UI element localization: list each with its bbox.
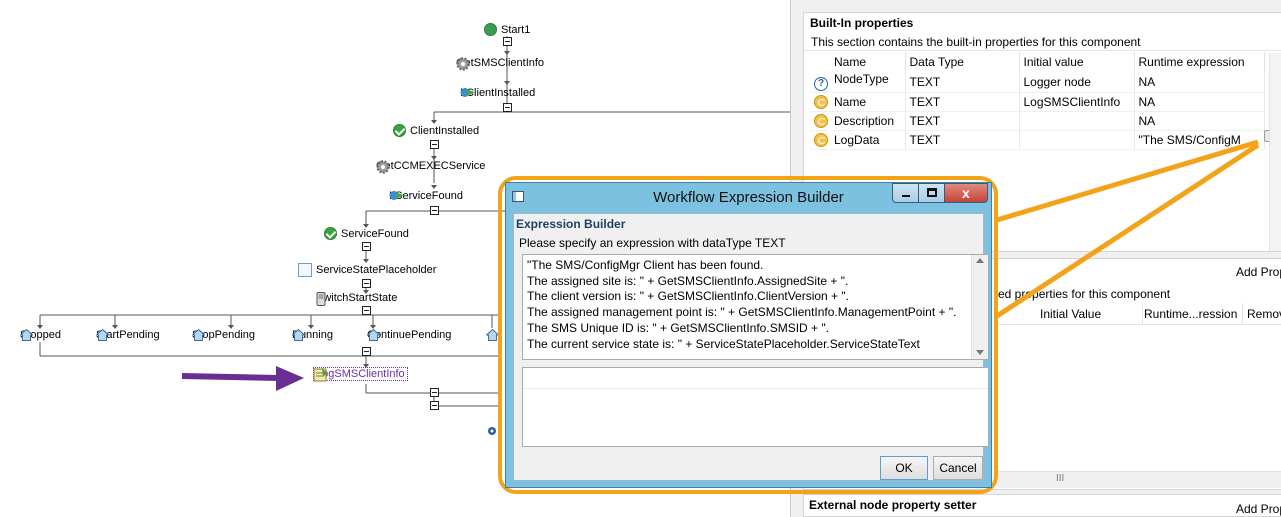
start-icon bbox=[484, 23, 497, 36]
add-property-link[interactable]: Add Prop bbox=[1236, 502, 1281, 516]
case-icon bbox=[96, 329, 109, 341]
result-textarea[interactable] bbox=[522, 367, 989, 447]
node-continue-pending[interactable]: ContinuePending bbox=[367, 329, 452, 341]
column-header[interactable]: Name bbox=[810, 52, 906, 71]
collapse-toggle[interactable] bbox=[430, 206, 439, 215]
column-header[interactable]: Initial Value bbox=[1040, 307, 1102, 321]
section-title: Expression Builder bbox=[516, 217, 626, 231]
switch-icon bbox=[316, 292, 326, 306]
case-icon bbox=[192, 329, 205, 341]
table-row[interactable]: Description TEXT NA bbox=[810, 111, 1265, 131]
collapse-toggle[interactable] bbox=[362, 347, 371, 356]
column-header[interactable]: Remov bbox=[1247, 307, 1281, 321]
expression-icon bbox=[814, 95, 828, 109]
node-log-sms-client-info[interactable]: LogSMSClientInfo bbox=[313, 367, 408, 382]
table-row[interactable]: Name TEXT LogSMSClientInfo NA bbox=[810, 92, 1265, 112]
node-if-client-installed[interactable]: IfClientInstalled bbox=[460, 87, 536, 99]
maximize-button[interactable] bbox=[918, 183, 945, 203]
node-start1[interactable]: Start1 bbox=[484, 23, 530, 36]
dialog-titlebar[interactable]: Workflow Expression Builder x bbox=[506, 183, 991, 211]
pointer-arrow bbox=[181, 366, 304, 391]
gear-icon bbox=[456, 57, 470, 71]
panel-description: This section contains the built-in prope… bbox=[811, 35, 1141, 49]
horizontal-scrollbar[interactable]: III bbox=[998, 471, 1281, 488]
dialog-body: Expression Builder Please specify an exp… bbox=[513, 213, 989, 481]
node-stopped[interactable]: Stopped bbox=[20, 329, 61, 341]
check-icon bbox=[393, 124, 406, 137]
collapse-toggle[interactable] bbox=[362, 242, 371, 251]
node-running[interactable]: Running bbox=[292, 329, 333, 341]
gear-icon bbox=[376, 160, 390, 174]
node-start-pending[interactable]: StartPending bbox=[96, 329, 160, 341]
vertical-scrollbar[interactable] bbox=[1269, 53, 1281, 251]
dialog-title: Workflow Expression Builder bbox=[653, 189, 844, 206]
window-icon bbox=[512, 191, 524, 202]
collapse-toggle[interactable] bbox=[362, 279, 371, 288]
collapse-toggle[interactable] bbox=[430, 140, 439, 149]
collapse-toggle[interactable] bbox=[362, 306, 371, 315]
expression-icon bbox=[814, 114, 828, 128]
close-icon: x bbox=[962, 185, 970, 201]
ok-button[interactable]: OK bbox=[880, 456, 928, 480]
panel-title: External node property setter bbox=[809, 498, 977, 512]
column-header[interactable]: Initial value bbox=[1019, 52, 1135, 71]
node-switch-start-state[interactable]: SwitchStartState bbox=[316, 292, 398, 306]
node-get-sms-client-info[interactable]: GetSMSClientInfo bbox=[456, 57, 545, 71]
condition-icon bbox=[460, 88, 475, 97]
column-header[interactable]: Runtime expression bbox=[1134, 52, 1265, 71]
expression-textarea[interactable]: "The SMS/ConfigMgr Client has been found… bbox=[522, 254, 989, 360]
collapse-toggle[interactable] bbox=[503, 103, 512, 112]
condition-icon bbox=[389, 191, 404, 200]
node-client-installed[interactable]: ClientInstalled bbox=[393, 124, 479, 137]
node-service-found[interactable]: ServiceFound bbox=[324, 227, 409, 240]
node-if-service-found[interactable]: IfServiceFound bbox=[389, 190, 463, 202]
expression-icon bbox=[814, 133, 828, 147]
log-icon bbox=[313, 368, 327, 382]
dialog-highlight bbox=[498, 176, 998, 494]
scroll-down-icon[interactable] bbox=[976, 350, 984, 355]
collapse-toggle[interactable] bbox=[430, 401, 439, 410]
builtin-properties-table: Name Data Type Initial value Runtime exp… bbox=[810, 52, 1265, 150]
question-icon: ? bbox=[814, 77, 828, 91]
check-icon bbox=[324, 227, 337, 240]
case-icon bbox=[20, 329, 33, 341]
panel-description: ed properties for this component bbox=[998, 287, 1171, 301]
case-icon bbox=[367, 329, 380, 341]
column-header[interactable]: Data Type bbox=[905, 52, 1020, 71]
table-row[interactable]: ?NodeType TEXT Logger node NA bbox=[810, 71, 1265, 93]
node-get-ccmexec-service[interactable]: GetCCMEXECService bbox=[376, 160, 486, 174]
panel-title: Built-In properties bbox=[810, 16, 914, 30]
vertical-scrollbar[interactable] bbox=[971, 255, 988, 359]
node-service-state-placeholder[interactable]: ServiceStatePlaceholder bbox=[298, 263, 436, 277]
placeholder-icon bbox=[298, 263, 312, 277]
collapse-toggle[interactable] bbox=[503, 37, 512, 46]
close-button[interactable]: x bbox=[944, 183, 988, 203]
node-stop-pending[interactable]: StopPending bbox=[192, 329, 255, 341]
case-icon bbox=[292, 329, 305, 341]
scroll-up-icon[interactable] bbox=[976, 258, 984, 263]
column-header[interactable]: Runtime...ression bbox=[1144, 307, 1238, 321]
collapse-toggle[interactable] bbox=[430, 388, 439, 397]
table-row[interactable]: LogData TEXT "The SMS/ConfigM bbox=[810, 130, 1265, 150]
expression-prompt: Please specify an expression with dataTy… bbox=[519, 236, 786, 250]
cancel-button[interactable]: Cancel bbox=[933, 456, 983, 480]
expression-builder-dialog: Workflow Expression Builder x Expression… bbox=[505, 182, 992, 488]
add-property-link[interactable]: Add Prop bbox=[1236, 265, 1281, 279]
minimize-button[interactable] bbox=[892, 183, 919, 203]
